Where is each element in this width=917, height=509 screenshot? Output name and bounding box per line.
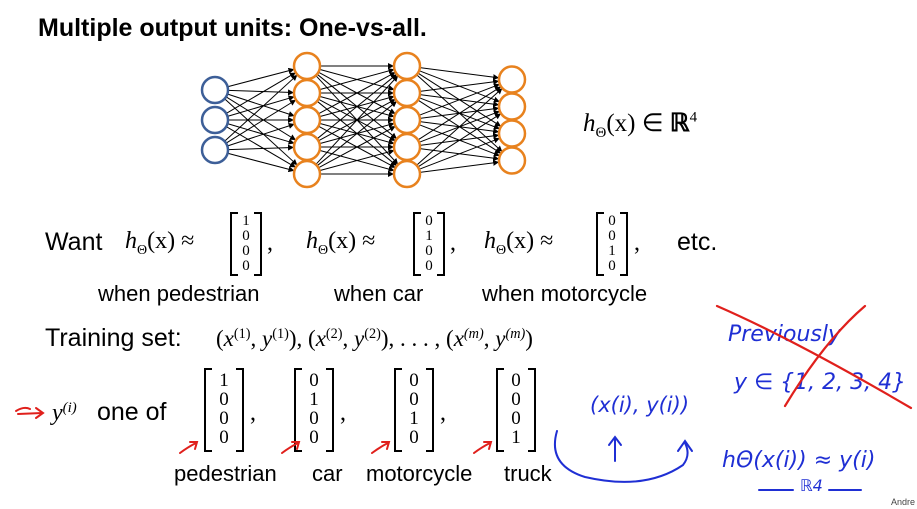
- network-edge: [227, 123, 295, 145]
- label-pedestrian: pedestrian: [174, 461, 277, 486]
- want-expr-1: hΘ(x) ≈: [125, 228, 195, 258]
- hidden-node: [392, 132, 422, 162]
- slide-title: Multiple output units: One-vs-all.: [38, 14, 427, 42]
- yone-comma-1: ,: [250, 400, 256, 426]
- handwritten-approximation: hΘ(x(i)) ≈ y(i): [722, 448, 876, 473]
- want-vector-pedestrian: 1 0 0 0: [230, 212, 262, 276]
- y-i-symbol: y(i): [52, 400, 77, 427]
- network-edge: [224, 74, 298, 142]
- network-edge: [417, 86, 502, 141]
- red-pointer-marks: [179, 441, 493, 454]
- hypothesis-output-dim: hΘ(x) ∈ ℝ4: [583, 109, 698, 141]
- label-motorcycle: motorcycle: [366, 461, 473, 486]
- network-edge: [417, 113, 502, 168]
- onehot-vector-truck: 0 0 0 1: [496, 368, 536, 452]
- network-edge: [319, 68, 395, 91]
- want-comma-1: ,: [267, 230, 273, 256]
- hidden-node: [292, 78, 322, 108]
- onehot-vector-car: 0 1 0 0: [294, 368, 334, 452]
- network-edge: [418, 137, 500, 170]
- network-edge: [227, 123, 295, 147]
- training-set-label: Training set:: [45, 324, 182, 352]
- network-edge: [227, 89, 295, 96]
- network-edge: [225, 99, 296, 144]
- onehot-vector-pedestrian: 1 0 0 0: [204, 368, 244, 452]
- one-of-label: one of: [97, 398, 167, 426]
- when-car-label: when car: [334, 281, 424, 306]
- etc-label: etc.: [677, 228, 718, 256]
- onehot-vector-motorcycle: 0 0 1 0: [394, 368, 434, 452]
- network-edge: [227, 67, 295, 88]
- red-arrow-mark: [15, 406, 45, 419]
- handwritten-previously: Previously: [728, 322, 841, 347]
- hidden-node: [292, 105, 322, 135]
- input-node: [200, 135, 230, 165]
- neural-network-diagram: [200, 51, 527, 189]
- training-set-formula: (x(1), y(1)), (x(2), y(2)), . . . , (x(m…: [216, 326, 533, 351]
- red-cross-out: [715, 304, 913, 410]
- label-truck: truck: [504, 461, 552, 486]
- network-edge: [225, 72, 296, 114]
- network-edge: [225, 96, 296, 141]
- network-edge: [318, 72, 396, 115]
- network-edge: [316, 74, 397, 140]
- network-edge: [227, 144, 295, 151]
- network-edge: [225, 126, 296, 168]
- hidden-node: [292, 132, 322, 162]
- network-edge: [315, 75, 399, 165]
- output-node: [497, 92, 527, 121]
- input-node: [200, 105, 230, 135]
- yone-comma-3: ,: [440, 400, 446, 426]
- want-comma-2: ,: [450, 230, 456, 256]
- label-car: car: [312, 461, 343, 486]
- hidden-node: [392, 78, 422, 108]
- output-node: [497, 65, 527, 94]
- input-node: [200, 75, 230, 105]
- handwritten-xy-pair: (x(i), y(i)): [590, 393, 690, 417]
- handwritten-underline: [758, 489, 862, 491]
- network-edge: [418, 83, 500, 116]
- output-node: [497, 146, 527, 175]
- hidden-node: [392, 159, 422, 189]
- handwritten-label-set: y ∈ {1, 2, 3, 4}: [734, 370, 907, 395]
- author-credit: Andre: [890, 497, 915, 507]
- network-edge: [227, 95, 295, 117]
- network-edge: [419, 67, 500, 81]
- network-edge: [416, 88, 503, 166]
- want-expr-3: hΘ(x) ≈: [484, 228, 554, 258]
- want-vector-car: 0 1 0 0: [413, 212, 445, 276]
- hidden-node: [392, 51, 422, 81]
- want-vector-motorcycle: 0 0 1 0: [596, 212, 628, 276]
- network-edge: [419, 78, 500, 92]
- network-edge: [224, 98, 298, 166]
- output-node: [497, 119, 527, 148]
- handwritten-r4: ℝ4: [800, 476, 823, 495]
- yone-comma-2: ,: [340, 400, 346, 426]
- handwritten-connector: [553, 430, 693, 483]
- want-expr-2: hΘ(x) ≈: [306, 228, 376, 258]
- when-motorcycle-label: when motorcycle: [482, 281, 648, 306]
- network-edge: [227, 152, 295, 173]
- want-comma-3: ,: [634, 230, 640, 256]
- hidden-node: [392, 105, 422, 135]
- network-edge: [316, 101, 397, 167]
- want-label: Want: [45, 228, 103, 256]
- network-edge: [318, 126, 396, 169]
- hidden-node: [292, 159, 322, 189]
- network-edge: [227, 93, 295, 117]
- hidden-node: [292, 51, 322, 81]
- network-edge: [319, 149, 395, 172]
- network-edge: [419, 159, 500, 173]
- when-pedestrian-label: when pedestrian: [98, 281, 260, 306]
